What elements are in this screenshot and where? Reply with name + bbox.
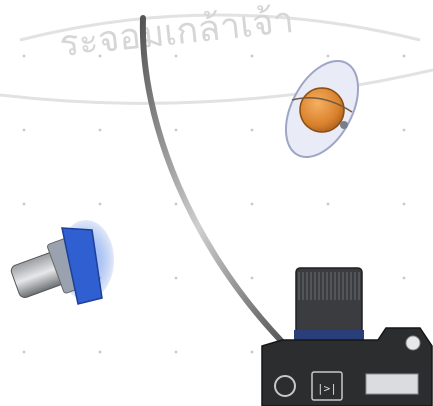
grid-dot [175, 351, 178, 354]
grid-dot [251, 351, 254, 354]
dslr-camera-icon: |>| [262, 268, 432, 406]
grid-dot [99, 203, 102, 206]
grid-dot [403, 129, 406, 132]
grid-dot [99, 129, 102, 132]
grid-dot [403, 277, 406, 280]
grid-dot [23, 129, 26, 132]
grid-dot [403, 55, 406, 58]
grid-dot [251, 203, 254, 206]
reflector-curve [143, 18, 292, 352]
grid-dot [327, 55, 330, 58]
grid-dot [175, 129, 178, 132]
grid-dot [99, 55, 102, 58]
grid-dot [175, 55, 178, 58]
grid-dot [251, 277, 254, 280]
orange-ball-with-orbit-icon [271, 49, 373, 169]
grid-dot [23, 351, 26, 354]
flash-head-icon [10, 220, 114, 304]
grid-dot [23, 203, 26, 206]
grid-dot [99, 351, 102, 354]
camera-display-symbol: |>| [317, 382, 337, 395]
grid-dot [175, 277, 178, 280]
grid-dot [403, 203, 406, 206]
grid-dot [327, 203, 330, 206]
grid-dot [175, 203, 178, 206]
grid-dot [23, 55, 26, 58]
grid-dot [251, 129, 254, 132]
watermark: ระจอมเกล้าเจ้า [0, 0, 433, 103]
grid-dot [251, 55, 254, 58]
